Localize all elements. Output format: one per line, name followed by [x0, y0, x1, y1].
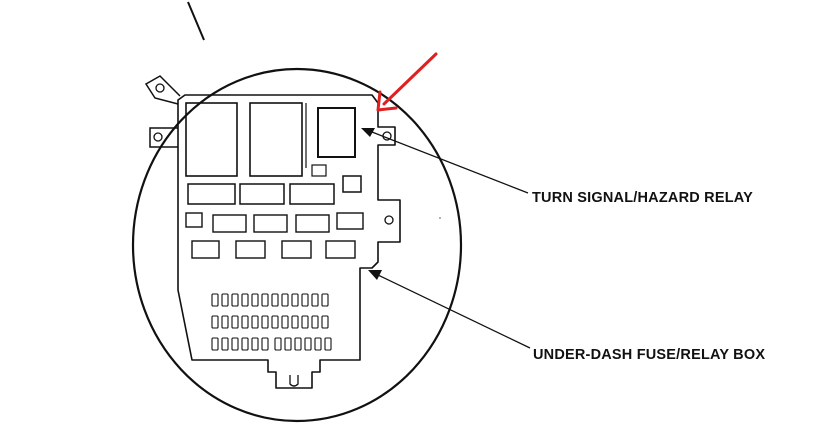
fuse-relay-box-label: UNDER-DASH FUSE/RELAY BOX: [533, 347, 766, 363]
relay-leader-arrowhead: [361, 128, 375, 137]
mini-fuse: [261, 293, 269, 307]
mini-fuse: [274, 337, 282, 351]
bracket-hole: [384, 215, 394, 225]
left-ear-hole: [153, 132, 163, 142]
main-relay-left: [185, 102, 238, 177]
main-relay-center: [249, 102, 303, 177]
left-mounting-ear: [149, 127, 178, 148]
fuse-slot: [281, 240, 312, 259]
mini-fuse: [261, 315, 269, 329]
mini-fuse: [231, 337, 239, 351]
mini-fuse: [281, 315, 289, 329]
mini-fuse: [311, 293, 319, 307]
fuse-slot: [212, 214, 247, 233]
mini-fuse: [301, 293, 309, 307]
mini-fuse: [301, 315, 309, 329]
mini-fuse: [321, 315, 329, 329]
fuse-slot: [253, 214, 288, 233]
mini-fuse: [241, 315, 249, 329]
wide-fuse: [187, 183, 236, 205]
mini-fuse: [261, 337, 269, 351]
mini-fuse: [291, 315, 299, 329]
tab-hole: [155, 83, 165, 93]
mini-fuse: [271, 315, 279, 329]
mini-fuse: [291, 293, 299, 307]
box-leader-line: [377, 274, 531, 349]
top-leader-line: [187, 1, 205, 41]
small-relay-socket: [311, 164, 327, 177]
mini-fuse: [294, 337, 302, 351]
mini-fuse: [211, 293, 219, 307]
relay-leader-line: [371, 131, 529, 194]
mini-fuse: [281, 293, 289, 307]
fuse-slot: [191, 240, 220, 259]
mini-fuse: [251, 293, 259, 307]
fuse-slot: [336, 212, 364, 230]
mini-fuse: [284, 337, 292, 351]
magnifier-circle: [131, 67, 463, 423]
fuse-slot: [325, 240, 356, 259]
mini-fuse: [324, 337, 332, 351]
aux-relay-socket: [342, 175, 362, 193]
mini-fuse: [304, 337, 312, 351]
wide-fuse: [239, 183, 285, 205]
wide-fuse: [289, 183, 335, 205]
mini-fuse: [251, 337, 259, 351]
mini-fuse: [251, 315, 259, 329]
box-leader-arrowhead: [368, 270, 382, 280]
turn-signal-relay: [317, 107, 356, 158]
mini-fuse: [231, 293, 239, 307]
mini-fuse-grid: [211, 293, 332, 351]
mini-fuse: [211, 315, 219, 329]
mini-fuse: [311, 315, 319, 329]
mini-fuse: [221, 337, 229, 351]
mini-fuse: [221, 315, 229, 329]
highlight-arrow-shaft: [382, 52, 438, 106]
top-left-tab: [144, 75, 181, 105]
fuse-box-outline: [177, 94, 401, 389]
mini-fuse: [211, 337, 219, 351]
speck: [439, 217, 441, 219]
turn-signal-relay-label: TURN SIGNAL/HAZARD RELAY: [532, 190, 753, 206]
mini-fuse: [231, 315, 239, 329]
bottom-tab-slot: [289, 375, 299, 387]
highlight-arrow-head: [376, 90, 398, 112]
mini-fuse: [321, 293, 329, 307]
mini-fuse: [271, 293, 279, 307]
mini-fuse: [241, 337, 249, 351]
mini-fuse: [241, 293, 249, 307]
fuse-slot: [185, 212, 203, 228]
mini-fuse: [221, 293, 229, 307]
fuse-slot: [235, 240, 266, 259]
fuse-slot: [295, 214, 330, 233]
mini-fuse: [314, 337, 322, 351]
